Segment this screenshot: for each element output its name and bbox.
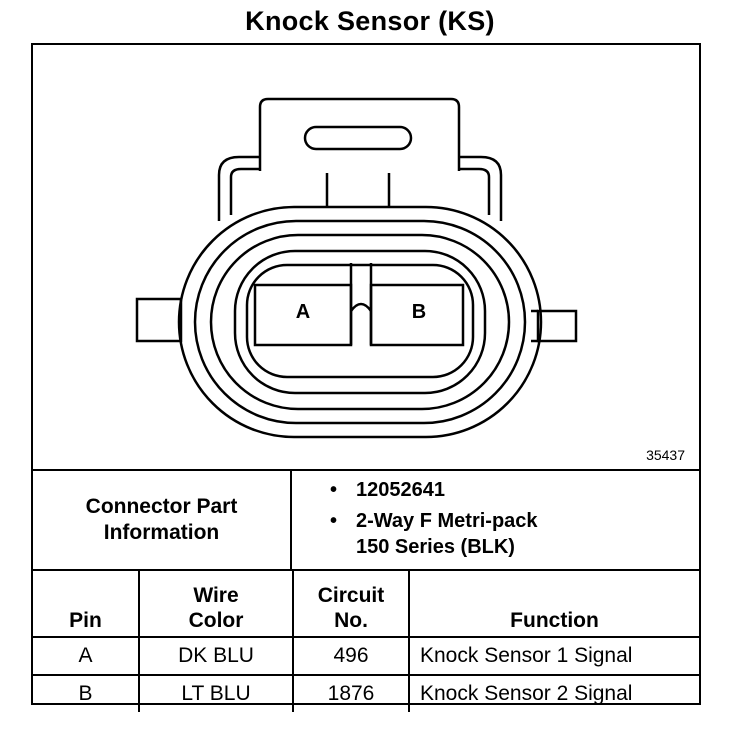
circuit-cell: 496 [292, 636, 410, 676]
table-row: B LT BLU 1876 Knock Sensor 2 Signal [33, 674, 699, 712]
connector-face-drawing [135, 97, 578, 439]
header-function: Function [408, 571, 699, 638]
cavity-label-b: B [411, 301, 427, 323]
header-wire-color: Wire Color [138, 571, 294, 638]
connector-info-label: Connector Part Information [33, 471, 292, 569]
figure-number: 35437 [646, 447, 685, 463]
circuit-cell: 1876 [292, 674, 410, 712]
latch-tab [258, 97, 461, 171]
connector-info-row: Connector Part Information 12052641 2-Wa… [33, 471, 699, 571]
pin-cell: A [33, 636, 140, 676]
key-rib [349, 263, 373, 345]
connector-info-list: 12052641 2-Way F Metri-pack 150 Series (… [292, 477, 692, 565]
pin-table-header: Pin Wire Color Circuit No. Function [33, 571, 699, 638]
function-cell: Knock Sensor 1 Signal [408, 636, 699, 676]
shroud-top [217, 155, 503, 221]
latch-stem [325, 173, 391, 207]
page-title: Knock Sensor (KS) [245, 6, 495, 36]
wire-color-cell: DK BLU [138, 636, 294, 676]
table-row: A DK BLU 496 Knock Sensor 1 Signal [33, 636, 699, 676]
function-cell: Knock Sensor 2 Signal [408, 674, 699, 712]
cavity-label-a: A [295, 301, 311, 323]
connector-diagram: A B 35437 [33, 45, 699, 471]
pin-cell: B [33, 674, 140, 712]
middle-shroud [193, 219, 527, 425]
header-pin: Pin [33, 571, 140, 638]
right-ear [536, 309, 578, 343]
seal-ring [209, 233, 511, 411]
header-circuit: Circuit No. [292, 571, 410, 638]
connector-info-label-line2: Information [103, 521, 220, 544]
pin-table: Pin Wire Color Circuit No. Function A DK… [33, 571, 699, 712]
connector-info-label-line1: Connector Part [85, 495, 238, 518]
wire-color-cell: LT BLU [138, 674, 294, 712]
terminal-housing [233, 249, 487, 395]
outer-shroud [177, 205, 543, 439]
connector-type: 2-Way F Metri-pack 150 Series (BLK) [330, 508, 692, 560]
connector-sheet: A B 35437 Connector Part Information 120… [31, 43, 701, 712]
left-ear [135, 297, 183, 343]
latch-slot [303, 125, 413, 151]
connector-part-number: 12052641 [330, 477, 692, 503]
cavity-window [245, 263, 475, 379]
